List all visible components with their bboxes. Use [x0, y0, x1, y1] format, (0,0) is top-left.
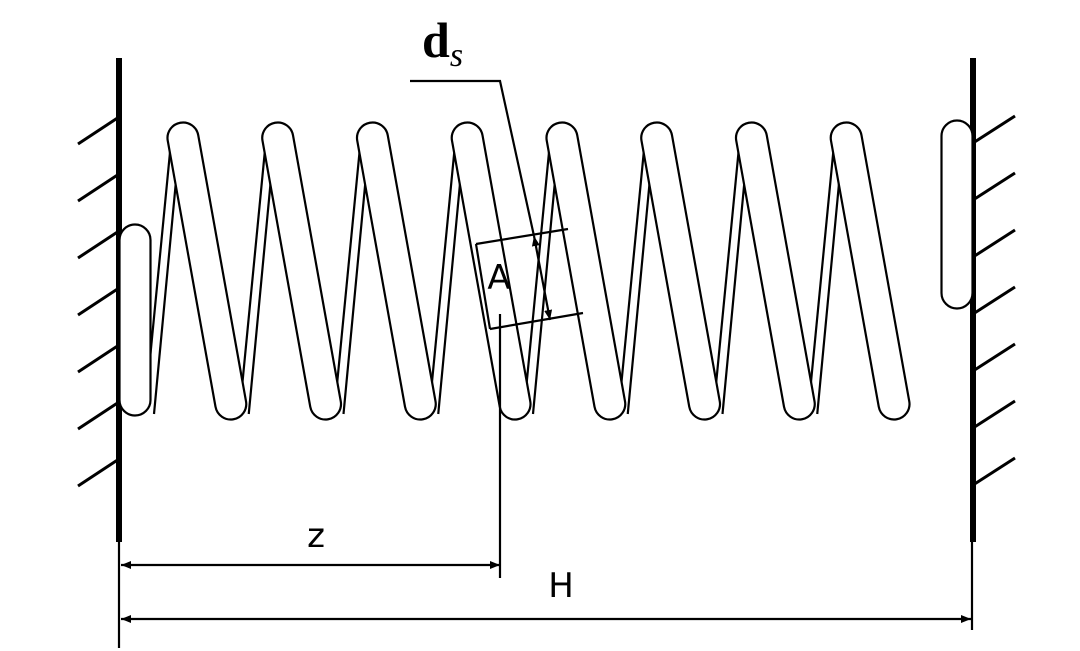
ds-label-main: d [422, 12, 450, 68]
section-side-left [474, 243, 492, 330]
left-wall-hatching [77, 115, 120, 488]
spring-front-coil [829, 121, 911, 421]
diameter-arrow [531, 235, 553, 321]
ds-leader-line [410, 79, 536, 237]
right-wall [970, 58, 1016, 542]
spring-front-coil [545, 121, 627, 421]
spring-back-strand [429, 141, 457, 401]
section-line-top [475, 227, 569, 246]
spring-front-coil [734, 121, 816, 421]
helical-spring [118, 119, 974, 421]
section-a-label: A [487, 258, 510, 298]
spring-front-coil [166, 121, 248, 421]
spring-back-strand [618, 141, 646, 401]
z-label: z [307, 516, 325, 556]
h-label: H [548, 566, 574, 606]
spring-back-strand [239, 141, 267, 401]
ds-label-sub: s [450, 37, 463, 74]
spring-back-strand [334, 141, 362, 401]
spring-back-strand [808, 141, 836, 401]
spring-front-coil [355, 121, 437, 421]
spring-end-coil-right [940, 119, 974, 310]
left-wall [77, 58, 122, 542]
spring-front-coil [450, 121, 532, 421]
cross-section-a [410, 79, 584, 331]
spring-front-coil [261, 121, 343, 421]
spring-end-coil-left [118, 223, 152, 417]
section-line-bottom [489, 311, 584, 331]
spring-back-strand [713, 141, 741, 401]
ds-label: ds [422, 12, 463, 74]
spring-front-coil [640, 121, 722, 421]
right-wall-hatching [972, 114, 1016, 487]
dimension-lines [117, 314, 974, 648]
